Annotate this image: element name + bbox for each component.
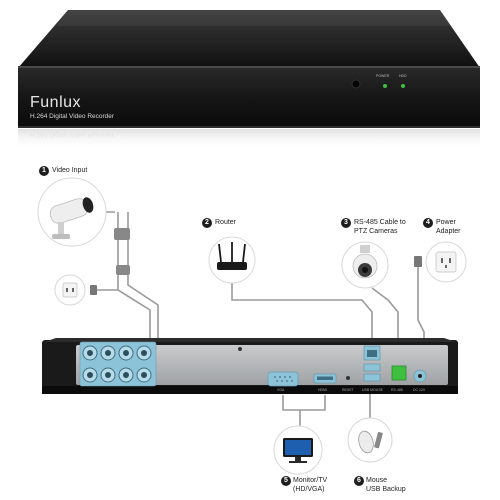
bnc-port-center bbox=[105, 350, 111, 356]
reset-button bbox=[346, 376, 350, 380]
callout-label-mouse: Mouse USB Backup bbox=[366, 477, 406, 493]
rs485-terminal bbox=[391, 365, 407, 381]
usb-port bbox=[363, 373, 381, 382]
dvr-reflection bbox=[18, 129, 480, 150]
dvr-rear-unit bbox=[42, 338, 458, 394]
camera-power-plug bbox=[90, 285, 97, 295]
callout-label-rs485: RS-485 Cable to PTZ Cameras bbox=[354, 219, 406, 235]
bnc-ports bbox=[82, 345, 152, 383]
vga-port-pins bbox=[274, 376, 293, 382]
vga-port bbox=[267, 371, 299, 387]
callout-number-mouse: 6 bbox=[354, 476, 364, 486]
rs485-port-label: RS-485 bbox=[391, 388, 403, 392]
dvr-front-base-line bbox=[18, 126, 480, 128]
dvr-model-text: H.264 Digital Video Recorder bbox=[30, 113, 115, 120]
callout-number-power-adapter: 4 bbox=[423, 218, 433, 228]
power-indicator-label: POWER bbox=[376, 74, 390, 78]
dvr-front-unit bbox=[18, 10, 480, 150]
bnc-port-center bbox=[105, 372, 111, 378]
power-outlet bbox=[425, 241, 467, 283]
splitter-connector bbox=[116, 265, 130, 275]
dvr-top-surface bbox=[18, 10, 480, 68]
mouse-device bbox=[347, 417, 393, 463]
hdd-led-icon bbox=[401, 84, 405, 88]
power-led-icon bbox=[383, 84, 387, 88]
vga-port-label: VGA bbox=[277, 388, 285, 392]
panel-screw-icon bbox=[238, 347, 242, 351]
splitter-cable-left bbox=[117, 212, 151, 348]
camera-power-outlet bbox=[54, 274, 86, 306]
callout-number-rs485: 3 bbox=[341, 218, 351, 228]
usb-mouse-port-label: USB MOUSE bbox=[362, 388, 384, 392]
dvr-model-reflection: H.264 Digital Video Recorder bbox=[30, 131, 115, 138]
ptz-cable bbox=[371, 287, 399, 360]
router-cable bbox=[231, 282, 373, 348]
rear-panel-plate bbox=[76, 345, 448, 385]
brand-logo: Funlux bbox=[30, 94, 82, 111]
monitor-cable-vga bbox=[282, 395, 300, 411]
bnc-port-center bbox=[123, 372, 129, 378]
callout-number-monitor: 5 bbox=[281, 476, 291, 486]
monitor-device bbox=[273, 425, 323, 475]
reset-port-label: RESET bbox=[342, 388, 354, 392]
bullet-camera bbox=[37, 177, 107, 247]
hdmi-port-label: HDMI bbox=[318, 388, 327, 392]
callout-label-power-adapter: Power Adapter bbox=[436, 219, 461, 235]
ir-receiver-icon bbox=[351, 79, 361, 89]
dvr-front-edge bbox=[18, 66, 480, 68]
dvr-front-panel bbox=[18, 66, 480, 128]
bnc-port-center bbox=[87, 372, 93, 378]
usb-port bbox=[363, 363, 381, 372]
callout-label-video-input: Video Input bbox=[52, 167, 88, 174]
splitter-connector bbox=[114, 228, 130, 240]
monitor-cable-hdmi bbox=[299, 395, 326, 430]
bnc-port-center bbox=[87, 350, 93, 356]
bnc-port-center bbox=[123, 350, 129, 356]
power-adapter-plug bbox=[414, 256, 422, 267]
dc12v-port-label: DC 12V bbox=[413, 388, 426, 392]
callout-label-monitor: Monitor/TV (HD/VGA) bbox=[293, 477, 328, 493]
router-device bbox=[208, 236, 256, 284]
callout-number-router: 2 bbox=[202, 218, 212, 228]
hdd-indicator-label: HDD bbox=[399, 74, 407, 78]
ptz-camera bbox=[341, 241, 389, 289]
bnc-port-center bbox=[141, 350, 147, 356]
splitter-cable-right bbox=[127, 212, 159, 348]
bnc-port-center bbox=[141, 372, 147, 378]
callout-label-router: Router bbox=[215, 219, 237, 226]
callout-number-video-input: 1 bbox=[39, 166, 49, 176]
dvr-top-highlight bbox=[56, 10, 452, 26]
